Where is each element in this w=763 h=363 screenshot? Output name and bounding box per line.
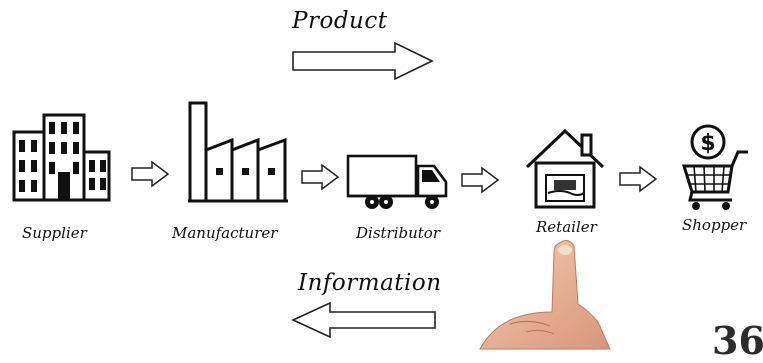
product-flow-arrow-icon [292, 41, 434, 81]
svg-text:$: $ [700, 131, 715, 156]
flow-arrow-icon [301, 163, 340, 191]
information-flow-arrow-icon [291, 301, 436, 339]
flow-arrow-icon [461, 166, 500, 194]
stage-label-retailer: Retailer [536, 218, 597, 236]
pointing-hand-icon [479, 240, 611, 350]
shopping-cart-dollar-icon: $ [681, 124, 748, 210]
factory-icon [188, 101, 288, 203]
flow-arrow-icon [619, 165, 658, 193]
stage-label-manufacturer: Manufacturer [172, 224, 278, 242]
information-flow-label: Information [298, 270, 442, 296]
delivery-truck-icon [346, 154, 448, 209]
stage-label-shopper: Shopper [682, 216, 747, 234]
product-flow-label: Product [292, 8, 388, 34]
flow-arrow-icon [131, 160, 170, 188]
office-building-icon [12, 113, 111, 202]
page-number: 36 [712, 318, 763, 363]
store-house-icon [525, 128, 605, 209]
stage-label-distributor: Distributor [356, 224, 441, 242]
stage-label-supplier: Supplier [22, 224, 87, 242]
